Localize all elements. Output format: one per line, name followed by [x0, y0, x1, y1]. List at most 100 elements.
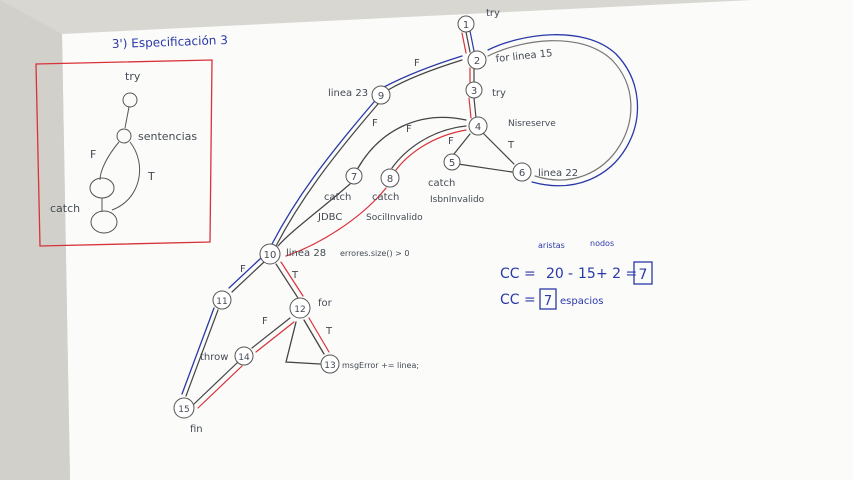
small-edge-1	[124, 106, 130, 129]
cc-result1-box	[633, 261, 653, 285]
node-11: 11	[212, 290, 232, 310]
edge-label-f-4-7: F	[372, 118, 378, 129]
annot-throw: throw	[200, 352, 228, 363]
annot-catch-isbn-1: catch	[428, 178, 455, 189]
cc-result1: 7	[639, 267, 648, 283]
main-graph-edges	[181, 30, 639, 409]
paper-shadow	[0, 0, 70, 480]
small-node-end	[90, 210, 118, 234]
node-1: 1	[457, 15, 475, 33]
annot-catch-jdbc-2: JDBC	[317, 212, 342, 223]
edge-label-f-4-8: F	[406, 124, 412, 135]
node-12-label: 12	[294, 305, 305, 315]
edge-label-f-10-11: F	[240, 264, 246, 275]
edge-11-15-blue	[181, 307, 215, 395]
edge-10-11	[231, 261, 265, 293]
annot-try-mid: try	[492, 88, 506, 99]
annot-n6: linea 22	[538, 168, 578, 179]
node-6-label: 6	[519, 168, 525, 179]
node-12: 12	[289, 297, 311, 319]
node-8: 8	[380, 168, 400, 188]
edge-2-9	[387, 59, 463, 91]
edge-12-14-red	[255, 321, 295, 353]
edge-14-15-red	[197, 365, 243, 409]
annot-n9: linea 23	[328, 88, 368, 99]
node-15: 15	[173, 397, 195, 419]
cc-line2-suffix: espacios	[560, 296, 603, 307]
edge-label-t-12-13: T	[325, 326, 333, 337]
node-13-label: 13	[324, 361, 335, 371]
edge-12-14	[251, 317, 291, 349]
small-node-sentences	[116, 128, 132, 144]
edge-label-t-4-6: T	[507, 140, 515, 151]
edge-8-10-red	[285, 187, 387, 257]
node-3-label: 3	[471, 86, 477, 97]
node-2-label: 2	[474, 56, 480, 67]
annot-n10: linea 28	[286, 248, 326, 259]
edge-1-2-blue	[469, 30, 475, 52]
edge-1-2-red	[461, 32, 467, 54]
node-14-label: 14	[238, 353, 250, 363]
cc-over-aristas: aristas	[538, 241, 565, 250]
cc-term-minus: -	[568, 266, 573, 282]
edge-12-13-red	[308, 317, 330, 353]
node-5-label: 5	[449, 158, 455, 169]
small-node-try	[122, 92, 138, 108]
cc-result2: 7	[544, 294, 552, 309]
node-10: 10	[259, 243, 281, 265]
edge-10-12-red	[280, 261, 304, 297]
small-graph: try sentencias F T catch	[35, 59, 213, 247]
small-try-label: try	[125, 70, 141, 83]
edge-label-f-2-9: F	[414, 58, 420, 69]
annot-catch-isbn-2: IsbnInvalido	[430, 195, 485, 205]
small-graph-frame	[35, 59, 213, 247]
small-true-label: T	[147, 170, 155, 183]
annot-n12: for	[318, 298, 333, 309]
edge-10-12	[275, 263, 299, 299]
cc-term-plus: + 2 =	[596, 266, 637, 282]
edge-12-13	[303, 319, 325, 355]
node-5: 5	[443, 153, 461, 171]
paper-sheet	[62, 0, 853, 480]
cc-term-edges: 20	[546, 266, 564, 282]
edge-4-6	[481, 131, 515, 165]
main-graph-nodes: 1 2 3 4 5 6 7 8 9 10 11 12 13 14 15	[173, 15, 532, 419]
node-10-label: 10	[264, 250, 277, 261]
node-11-label: 11	[216, 297, 227, 307]
node-7: 7	[345, 167, 363, 185]
edge-4-8	[391, 125, 467, 169]
annot-catch-sql-1: catch	[372, 192, 399, 203]
edge-label-f-4-5: F	[448, 136, 454, 147]
node-9: 9	[371, 85, 391, 105]
cc-result2-box	[539, 288, 557, 310]
node-1-label: 1	[463, 20, 469, 31]
cc-over-nodos: nodos	[590, 239, 614, 248]
small-false-label: F	[90, 148, 96, 161]
main-graph-annotations: try for linea 15 try linea 23 Nisreserve…	[190, 8, 578, 435]
edge-6-2	[487, 40, 632, 181]
node-4-label: 4	[475, 122, 481, 133]
cc-term-nodes: 15	[578, 266, 596, 282]
small-sentences-label: sentencias	[138, 130, 197, 143]
edge-9-10	[275, 103, 379, 247]
node-14: 14	[234, 346, 254, 366]
node-8-label: 8	[387, 174, 393, 185]
edge-3-4-red	[468, 97, 472, 119]
edge-2-9-blue	[383, 55, 463, 88]
edge-14-15	[193, 361, 239, 405]
small-edge-true	[111, 141, 141, 211]
edge-9-10-blue	[271, 101, 375, 245]
annot-n10-cond: errores.size() > 0	[340, 249, 409, 258]
node-2: 2	[467, 50, 487, 70]
edge-5-6	[457, 163, 513, 173]
node-9-label: 9	[378, 91, 384, 102]
section-title: 3') Especificación 3	[112, 33, 228, 51]
edge-label-t-10-12: T	[291, 270, 299, 281]
small-catch-label: catch	[50, 202, 80, 215]
edge-label-f-12-14: F	[262, 316, 268, 327]
edge-13-12	[285, 321, 321, 365]
cc-line2-prefix: CC =	[500, 292, 536, 308]
annot-catch-sql-2: SocilInvalido	[366, 213, 423, 223]
edge-6-2-blue	[487, 34, 639, 187]
annot-fin: fin	[190, 424, 203, 435]
